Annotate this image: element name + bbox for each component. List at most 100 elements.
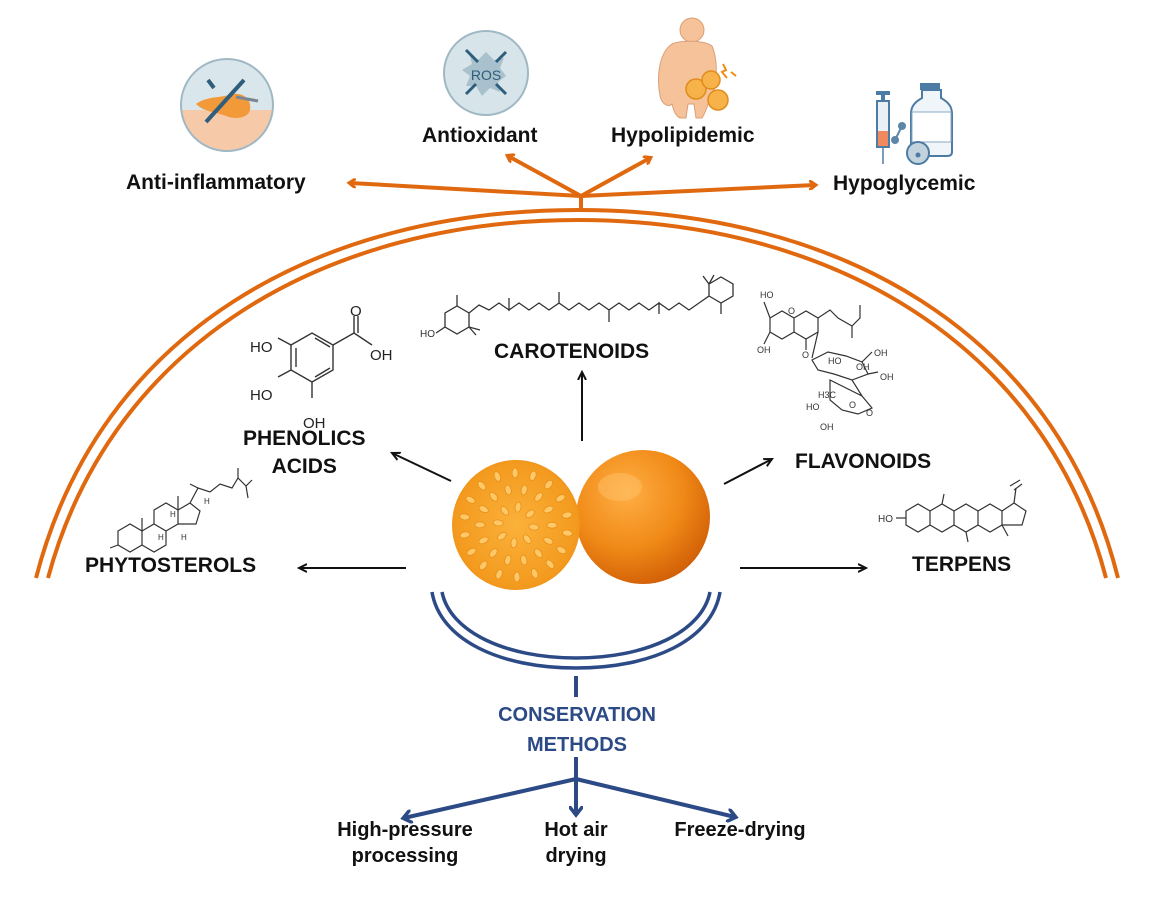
arrow-hypoglycemic [580, 185, 815, 198]
svg-text:HO: HO [760, 290, 774, 300]
seed [504, 484, 512, 496]
seed [465, 495, 476, 504]
compound-carotenoids: CAROTENOIDS [494, 340, 650, 363]
berry-seeds [459, 467, 573, 583]
ros-icon: ROS [443, 30, 529, 116]
benefit-arrows [350, 156, 815, 212]
seed [520, 484, 528, 496]
svg-text:O: O [866, 408, 873, 418]
seed [556, 546, 567, 555]
conservation-bowl [430, 591, 722, 670]
phenolics-line2: ACIDS [271, 455, 337, 478]
phenolics-line1: PHENOLICS [243, 427, 366, 450]
svg-text:OH: OH [880, 372, 894, 382]
arrow-phenolics [392, 453, 452, 482]
svg-text:O: O [802, 350, 809, 360]
seed [534, 492, 543, 502]
benefit-anti-inflammatory: Anti-inflammatory [126, 171, 306, 194]
svg-text:HO: HO [828, 356, 842, 366]
svg-text:OH: OH [874, 348, 888, 358]
seed [474, 521, 486, 529]
seed [534, 548, 543, 558]
seed [477, 481, 487, 491]
seed [511, 467, 519, 479]
method-hot-air-drying: Hot air drying [530, 817, 622, 869]
benefit-hypoglycemic: Hypoglycemic [833, 172, 976, 195]
method-freeze-drying: Freeze-drying [660, 817, 820, 843]
gallic-o: O [350, 303, 362, 320]
gallic-ho-top: HO [250, 339, 273, 356]
carotenoid-ho: HO [420, 329, 435, 340]
benefit-antioxidant: Antioxidant [422, 124, 538, 147]
golden-berry-image [452, 450, 710, 590]
triterpene-structure [896, 479, 1027, 543]
svg-text:OH: OH [820, 422, 834, 432]
terpene-ho: HO [878, 514, 893, 525]
seed [520, 554, 528, 566]
seed [497, 531, 507, 541]
svg-text:O: O [788, 306, 795, 316]
outer-arc [34, 207, 1120, 579]
gallic-oh-right: OH [370, 347, 393, 364]
svg-text:OH: OH [757, 345, 771, 355]
svg-text:HO: HO [806, 402, 820, 412]
method-line2: drying [545, 845, 607, 867]
seed [525, 509, 535, 519]
method-high-pressure: High-pressure processing [322, 817, 488, 869]
seed [478, 536, 489, 545]
seed [493, 471, 502, 482]
seed [545, 559, 555, 569]
seed [504, 554, 512, 566]
gallic-oh-bottom: OH [303, 415, 326, 432]
method-line1: High-pressure [337, 819, 473, 841]
arrow-freeze-drying [575, 777, 735, 817]
flavonoid-atom-labels: HO OH O O HO OH OH OH O H3C HO OH O [757, 290, 894, 432]
seed [546, 521, 558, 529]
svg-text:OH: OH [856, 362, 870, 372]
syringe-vial-icon [876, 83, 953, 165]
compound-phenolics-acids: PHENOLICS ACIDS [243, 425, 366, 481]
sterol-h-labels: H H H H [158, 497, 210, 542]
seed [500, 506, 510, 516]
compound-terpens: TERPENS [912, 553, 1012, 576]
method-line1: Hot air [544, 819, 608, 841]
arrow-antioxidant [508, 156, 582, 198]
arrow-hypolipidemic [580, 158, 650, 198]
svg-text:H: H [170, 510, 176, 519]
svg-text:H: H [158, 533, 164, 542]
seed [459, 531, 471, 539]
seed [478, 505, 489, 514]
compound-flavonoids: FLAVONOIDS [795, 450, 932, 473]
seed [543, 505, 554, 514]
whole-berry [576, 450, 710, 584]
svg-text:H: H [181, 533, 187, 542]
sterol-structure [109, 468, 253, 553]
method-line1: Freeze-drying [674, 819, 806, 841]
seed [561, 511, 573, 519]
inflamed-skin-icon [180, 58, 274, 152]
arrow-high-pressure [404, 777, 577, 818]
seed [544, 479, 554, 490]
method-line2: processing [351, 845, 459, 867]
seed [555, 494, 566, 503]
arrow-flavonoids [723, 459, 772, 485]
ros-text: ROS [471, 67, 501, 83]
carotenoid-structure [435, 274, 734, 336]
benefit-hypolipidemic: Hypolipidemic [611, 124, 755, 147]
seed [530, 568, 539, 579]
obese-body-fat-icon [658, 17, 737, 119]
flavonoid-glycoside-structure [763, 301, 879, 415]
seed [478, 560, 488, 571]
method-arrows [404, 777, 735, 818]
seed [529, 470, 537, 482]
gallic-ho-mid: HO [250, 387, 273, 404]
svg-text:O: O [849, 400, 856, 410]
seed [495, 568, 503, 580]
seed [492, 519, 504, 527]
svg-text:H: H [204, 497, 210, 506]
gallic-acid-structure [277, 316, 373, 398]
seed [466, 547, 477, 556]
seed [489, 492, 498, 502]
arrow-anti-inflammatory [350, 183, 582, 198]
